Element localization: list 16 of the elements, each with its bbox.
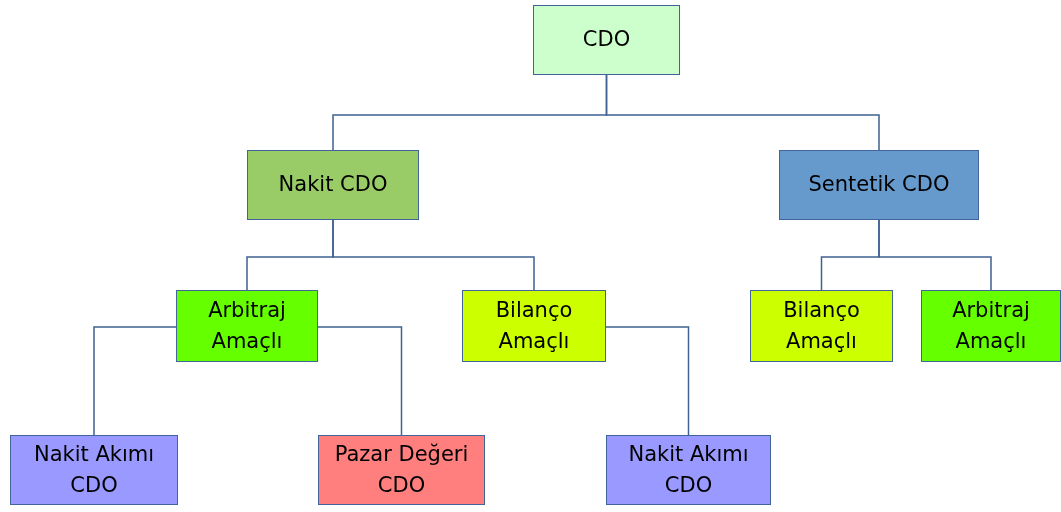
connector-line: [605, 326, 690, 436]
category-box: Bilanço Amaçlı: [462, 290, 606, 362]
category-box: Arbitraj Amaçlı: [921, 290, 1061, 362]
category-box: Arbitraj Amaçlı: [176, 290, 318, 362]
category-box: Nakit Akımı CDO: [10, 435, 178, 505]
connector-line: [605, 74, 880, 151]
category-box: Nakit CDO: [247, 150, 419, 220]
category-box: Nakit Akımı CDO: [606, 435, 771, 505]
connector-line: [93, 326, 177, 436]
connector-line: [878, 219, 992, 291]
category-box: Pazar Değeri CDO: [318, 435, 485, 505]
category-box: Sentetik CDO: [779, 150, 979, 220]
category-box: CDO: [533, 5, 680, 75]
connector-line: [332, 219, 535, 291]
connector-line: [317, 326, 403, 436]
category-box: Bilanço Amaçlı: [750, 290, 893, 362]
